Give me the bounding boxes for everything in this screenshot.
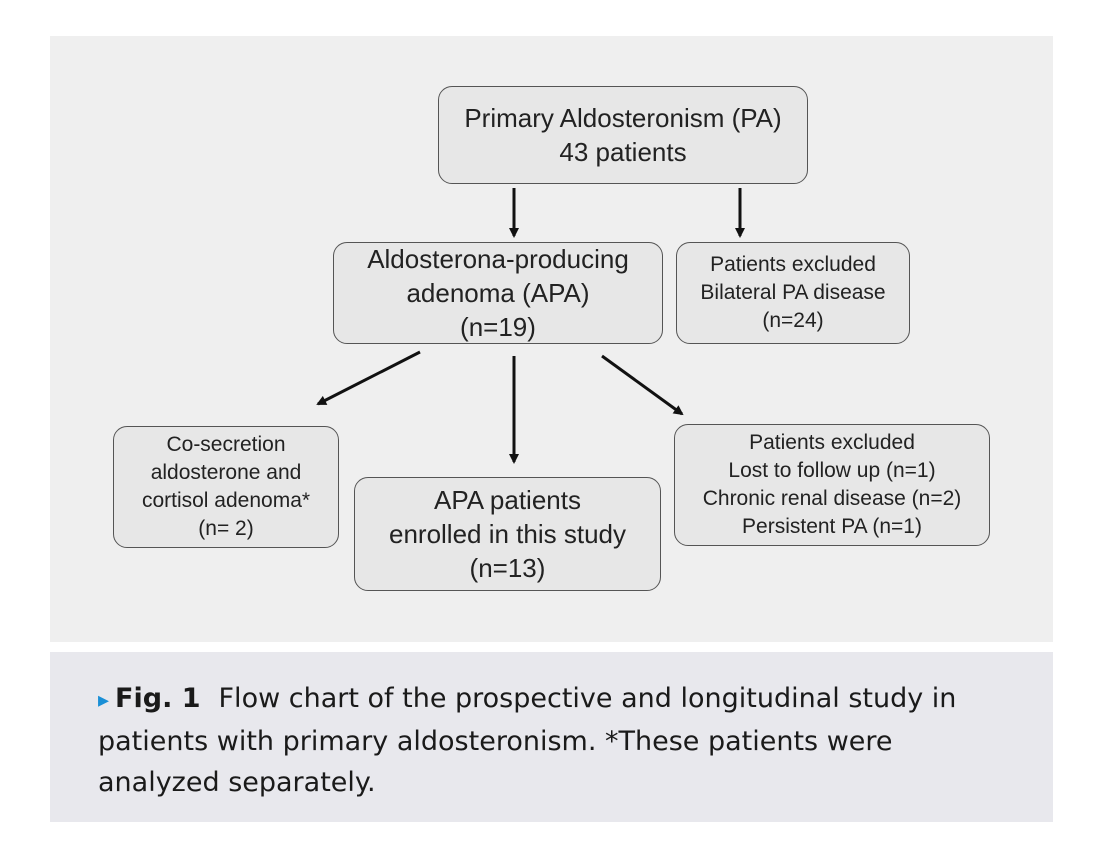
box-enrolled-line1: APA patients: [434, 485, 581, 515]
caption-label: Fig. 1: [115, 683, 201, 714]
box-cosecretion-line3: cortisol adenoma*: [141, 489, 311, 512]
box-excluded-bilateral-line2: Bilateral PA disease: [700, 281, 886, 304]
box-excluded-bilateral: Patients excluded Bilateral PA disease (…: [676, 242, 910, 344]
box-excluded-followup-line1: Patients excluded: [749, 431, 915, 454]
box-cosecretion-line2: aldosterone and: [150, 461, 302, 484]
caption-marker-icon: ▸: [98, 688, 110, 713]
box-cosecretion: Co-secretion aldosterone and cortisol ad…: [113, 426, 339, 548]
box-apa-line1: Aldosterona-producing: [367, 244, 629, 274]
box-enrolled: APA patients enrolled in this study (n=1…: [354, 477, 661, 591]
box-excluded-bilateral-line3: (n=24): [762, 309, 824, 332]
box-primary-aldosteronism: Primary Aldosteronism (PA) 43 patients: [438, 86, 808, 184]
box-excluded-followup: Patients excluded Lost to follow up (n=1…: [674, 424, 990, 546]
box-cosecretion-line1: Co-secretion: [166, 433, 286, 456]
arrow-apa-to-excluded-bottom: [601, 354, 684, 416]
caption-text: Flow chart of the prospective and longit…: [98, 683, 957, 798]
box-enrolled-line2: enrolled in this study: [388, 519, 627, 549]
box-enrolled-line3: (n=13): [469, 553, 546, 583]
box-excluded-followup-line4: Persistent PA (n=1): [742, 515, 922, 538]
arrow-apa-to-cosecretion: [316, 350, 421, 406]
box-excluded-followup-line2: Lost to follow up (n=1): [728, 459, 936, 482]
box-cosecretion-line4: (n= 2): [198, 517, 254, 540]
box-excluded-followup-line3: Chronic renal disease (n=2): [702, 487, 962, 510]
box-primary-aldosteronism-line2: 43 patients: [559, 137, 687, 167]
box-primary-aldosteronism-line1: Primary Aldosteronism (PA): [464, 103, 782, 133]
box-apa-line3: (n=19): [460, 312, 536, 342]
box-excluded-bilateral-line1: Patients excluded: [710, 253, 876, 276]
box-apa: Aldosterona-producing adenoma (APA) (n=1…: [333, 242, 663, 344]
box-apa-line2: adenoma (APA): [406, 278, 590, 308]
